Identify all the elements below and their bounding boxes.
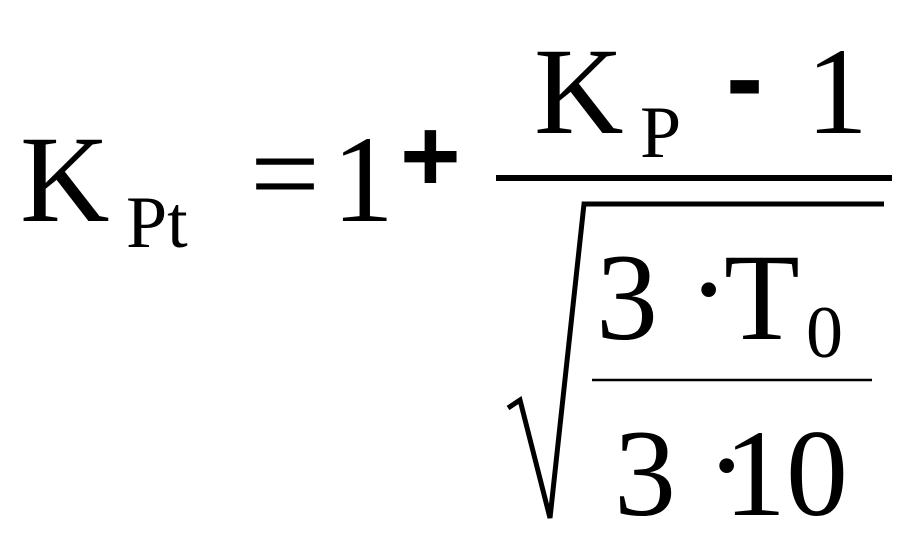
radicand-den-ten: 10	[724, 405, 848, 542]
numerator-symbol: K	[534, 23, 624, 160]
numerator-minus: -	[726, 15, 764, 140]
plus-sign: +	[400, 98, 461, 214]
numerator-subscript: P	[640, 92, 682, 174]
constant-one: 1	[332, 111, 394, 248]
radicand-num-subscript: 0	[806, 292, 843, 374]
radicand-den-three: 3	[614, 405, 676, 542]
lhs-subscript: Pt	[126, 182, 188, 264]
lhs-symbol: K	[20, 111, 110, 248]
equals-sign: =	[250, 105, 320, 242]
radicand-num-three: 3	[596, 229, 658, 366]
radicand-num-symbol: T	[724, 229, 800, 366]
numerator-one: 1	[806, 23, 868, 160]
